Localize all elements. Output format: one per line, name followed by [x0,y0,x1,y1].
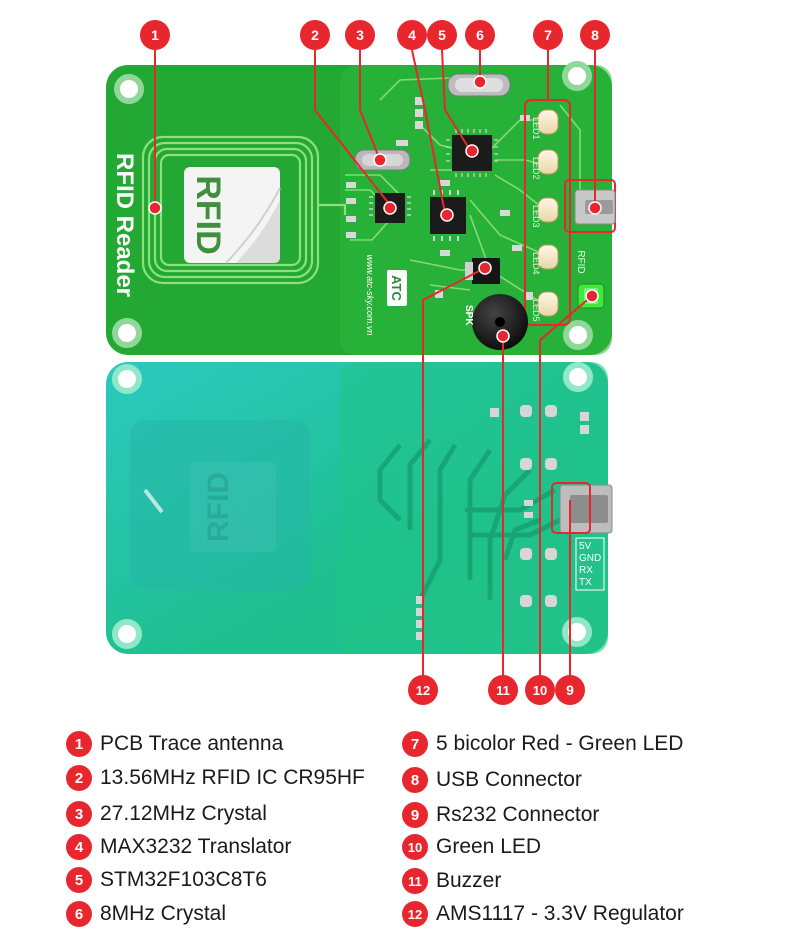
card-label: RFID [189,175,227,254]
back-pcb: RFID [106,362,613,654]
front-pcb-right-area [340,65,612,355]
svg-text:11: 11 [496,683,510,698]
leader-12 [422,267,486,690]
callout-badge-6: 6 [465,20,495,50]
back-card-shadow [190,462,276,552]
led-1 [537,109,559,135]
rfid-side-label: RFID [575,250,586,273]
front-mount-holes [112,61,593,350]
callout-badge-5: 5 [427,20,457,50]
led-3 [537,197,559,223]
callout-badge-2: 2 [300,20,330,50]
pin-label-rx: RX [579,565,593,576]
rfid-card: RFID [184,167,281,264]
board-callouts: 1 2 3 4 5 6 7 8 9 10 11 12 [140,20,610,705]
usb-connector-back [551,482,613,534]
leader-3 [359,50,381,161]
leader-10 [539,295,593,690]
led-4 [537,244,559,270]
website-text: www.atc-sky.com.vn [365,255,375,336]
svg-text:8: 8 [591,27,599,43]
svg-text:7: 7 [544,27,552,43]
callout-badge-1: 1 [140,20,170,50]
svg-text:1: 1 [151,27,159,43]
callout-markers [148,75,602,343]
callout-badge-12: 12 [408,675,438,705]
logo-text: ATC [389,275,404,301]
callout-badge-7: 7 [533,20,563,50]
led-label-3: LED3 [531,205,541,228]
led-label-1: LED1 [531,117,541,140]
callout-badge-8: 8 [580,20,610,50]
rs232-pin-labels: 5V GND RX TX [575,537,605,591]
back-pads [416,405,589,640]
led-label-5: LED5 [531,299,541,322]
leader-4 [411,49,446,214]
front-pads [346,97,533,300]
leader-5 [441,49,471,151]
pin-label-5v: 5V [579,541,592,552]
buzzer [472,294,528,350]
leader-lines [154,49,596,690]
svg-text:10: 10 [533,683,547,698]
svg-text:5: 5 [438,27,446,43]
svg-text:6: 6 [476,27,484,43]
callout-badge-4: 4 [397,20,427,50]
front-title: RFID Reader [111,153,138,297]
svg-text:3: 3 [356,27,364,43]
led-2 [537,149,559,175]
back-card-label: RFID [202,472,235,542]
bicolor-led-group: LED1 LED2 LED3 LED4 LED5 [524,99,571,326]
callout-badge-11: 11 [488,675,518,705]
back-jumper [143,488,164,514]
leader-2 [314,50,391,206]
svg-text:9: 9 [566,682,574,698]
pin-label-tx: TX [579,577,592,588]
front-pcb: RFID RFID Reader [106,61,616,355]
led-5 [537,291,559,317]
callout-badge-3: 3 [345,20,375,50]
callout-badge-10: 10 [525,675,555,705]
svg-text:2: 2 [311,27,319,43]
spk-label: SPK [463,305,474,326]
svg-text:4: 4 [408,27,416,43]
led-label-2: LED2 [531,157,541,180]
svg-text:12: 12 [416,683,430,698]
callout-badge-9: 9 [555,675,585,705]
led-label-4: LED4 [531,252,541,275]
atc-logo: ATC [387,270,407,306]
pin-label-gnd: GND [579,553,601,564]
